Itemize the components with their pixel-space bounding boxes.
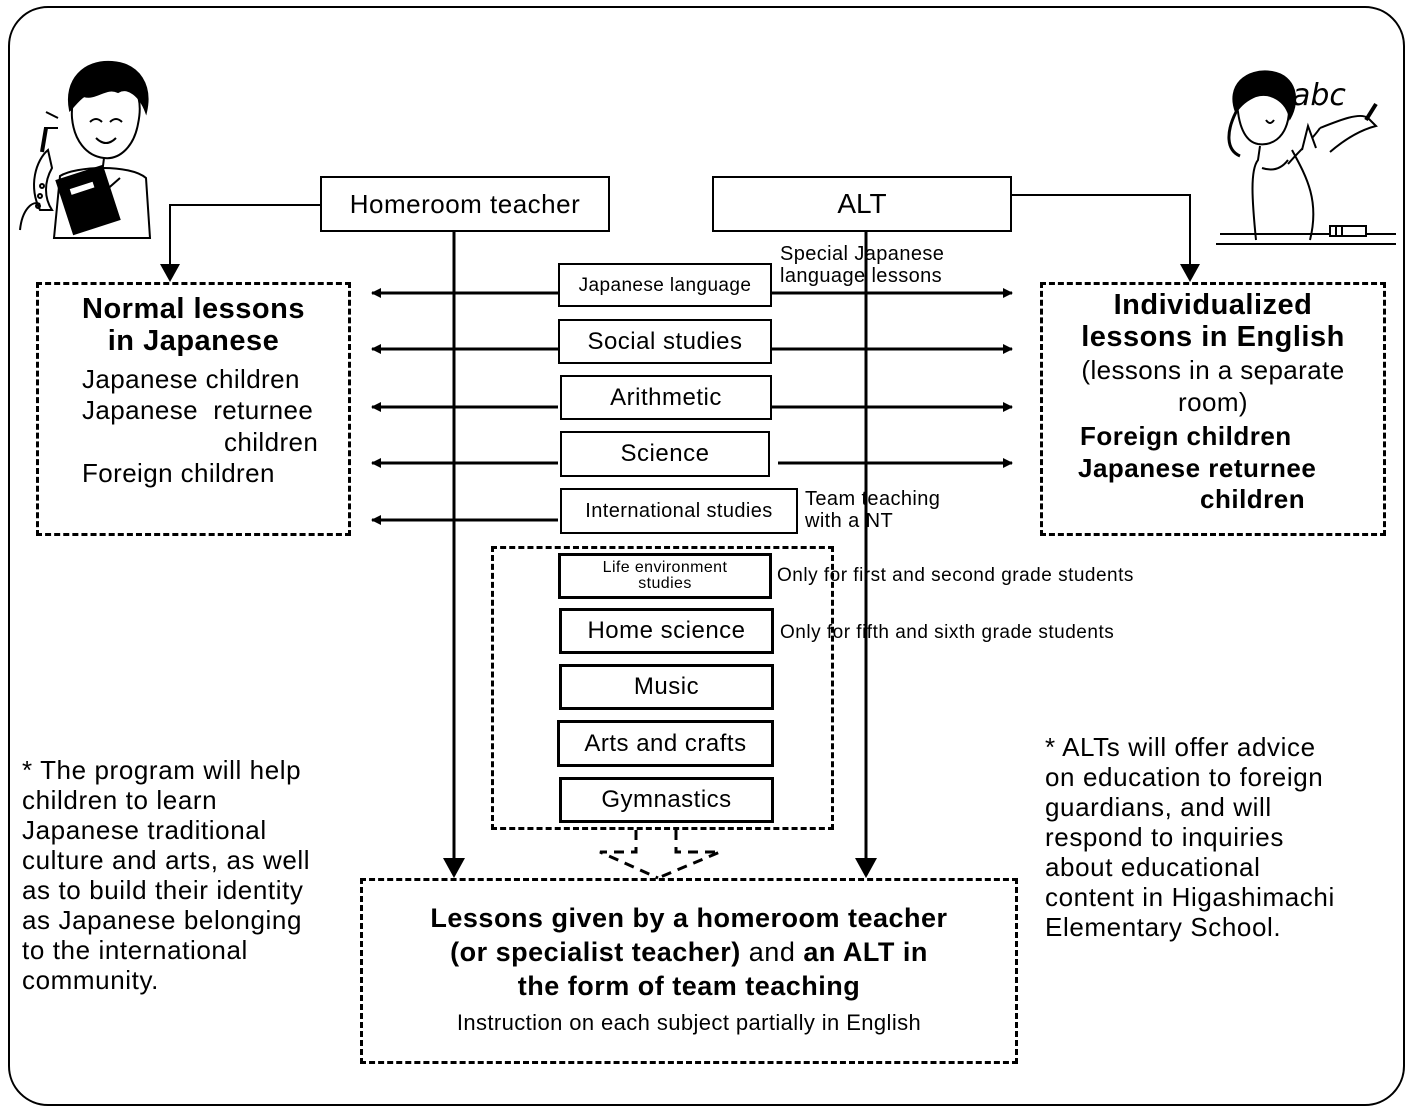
homeroom-teacher-label: Homeroom teacher	[349, 189, 581, 219]
team-lessons-line-4: Instruction on each subject partially in…	[456, 1010, 922, 1035]
subject-japanese-language: Japanese language	[558, 263, 772, 307]
subject-social-studies: Social studies	[558, 319, 772, 364]
alt-to-individual-connector	[1012, 194, 1191, 275]
alt-teacher-illustration	[1216, 70, 1396, 245]
subject-life-env-label-1: Life environment	[602, 559, 728, 576]
subject-gymnastics: Gymnastics	[559, 777, 774, 823]
normal-lessons-arrowhead	[160, 264, 180, 282]
individualized-title-1: Individualized	[1113, 289, 1313, 321]
subject-arts-and-crafts: Arts and crafts	[557, 720, 774, 767]
normal-lessons-box	[36, 282, 351, 536]
individual-lessons-arrowhead	[1180, 264, 1200, 282]
subject-arts-label: Arts and crafts	[584, 729, 747, 757]
team-teaching-note-1: Team teaching	[805, 488, 941, 510]
individualized-item-1: Foreign children	[1080, 421, 1292, 451]
subject-arithmetic: Arithmetic	[560, 375, 772, 420]
alt-down-arrowhead	[855, 858, 877, 878]
special-japanese-note-1: Special Japanese	[780, 243, 945, 265]
team-lessons-line-2-normal: (or specialist teacher)	[450, 937, 741, 967]
normal-lessons-item-2b: children	[224, 427, 319, 457]
subject-music: Music	[559, 664, 774, 710]
subject-gymnastics-label: Gymnastics	[601, 786, 732, 813]
team-lessons-line-2-bold: an ALT in	[803, 937, 928, 967]
team-teaching-note-2: with a NT	[805, 510, 894, 532]
left-footnote: * The program will help children to lear…	[22, 755, 311, 995]
individualized-item-2: Japanese returnee	[1078, 453, 1317, 483]
alt-box: ALT	[712, 176, 1012, 232]
individualized-sub-1: (lessons in a separate	[1081, 355, 1345, 385]
chalkboard-text: abc	[1292, 78, 1346, 113]
subject-home-science: Home science	[559, 608, 774, 654]
fifth-sixth-grade-note: Only for fifth and sixth grade students	[780, 622, 1115, 643]
individualized-item-2b: children	[1200, 484, 1306, 514]
special-japanese-note-2: language lessons	[780, 265, 943, 287]
subject-international-label: International studies	[585, 500, 773, 522]
subject-science-label: Science	[620, 440, 710, 467]
subject-social-label: Social studies	[587, 327, 743, 355]
individualized-lessons-box	[1040, 282, 1386, 536]
normal-lessons-title-2: in Japanese	[107, 325, 280, 357]
team-lessons-line-2-and: and	[740, 937, 804, 967]
subject-home-science-label: Home science	[587, 617, 746, 644]
merge-dashed-connector	[599, 830, 721, 880]
subject-japanese-label: Japanese language	[578, 274, 752, 296]
subject-international-studies: International studies	[560, 488, 798, 534]
normal-lessons-title-1: Normal lessons	[82, 293, 305, 325]
optional-subjects-group	[491, 546, 834, 830]
right-footnote: * ALTs will offer advice on education to…	[1045, 732, 1335, 942]
team-lessons-line-1: Lessons given by a homeroom teacher	[430, 903, 948, 933]
subject-music-label: Music	[633, 673, 700, 700]
alt-label: ALT	[837, 188, 887, 219]
team-lessons-line-3: the form of team teaching	[517, 971, 861, 1001]
individualized-sub-2: room)	[1178, 387, 1248, 417]
diagram-frame	[8, 6, 1405, 1106]
subject-life-env-label-2: studies	[638, 575, 692, 592]
homeroom-to-normal-connector	[169, 204, 320, 275]
subject-arithmetic-label: Arithmetic	[610, 383, 722, 411]
normal-lessons-item-1: Japanese children	[82, 364, 300, 394]
first-second-grade-note: Only for first and second grade students	[777, 565, 1134, 586]
normal-lessons-item-2: Japanese returnee	[82, 395, 314, 425]
homeroom-teacher-box: Homeroom teacher	[320, 176, 610, 232]
normal-lessons-item-3: Foreign children	[82, 458, 275, 488]
team-lessons-line-2: (or specialist teacher) and an ALT in	[360, 938, 1018, 966]
homeroom-teacher-illustration	[19, 60, 152, 239]
homeroom-down-arrowhead	[443, 858, 465, 878]
individualized-title-2: lessons in English	[1081, 321, 1345, 353]
subject-science: Science	[560, 431, 770, 477]
team-teaching-lessons-box	[360, 878, 1018, 1064]
subject-life-environment: Life environment studies	[558, 553, 772, 599]
